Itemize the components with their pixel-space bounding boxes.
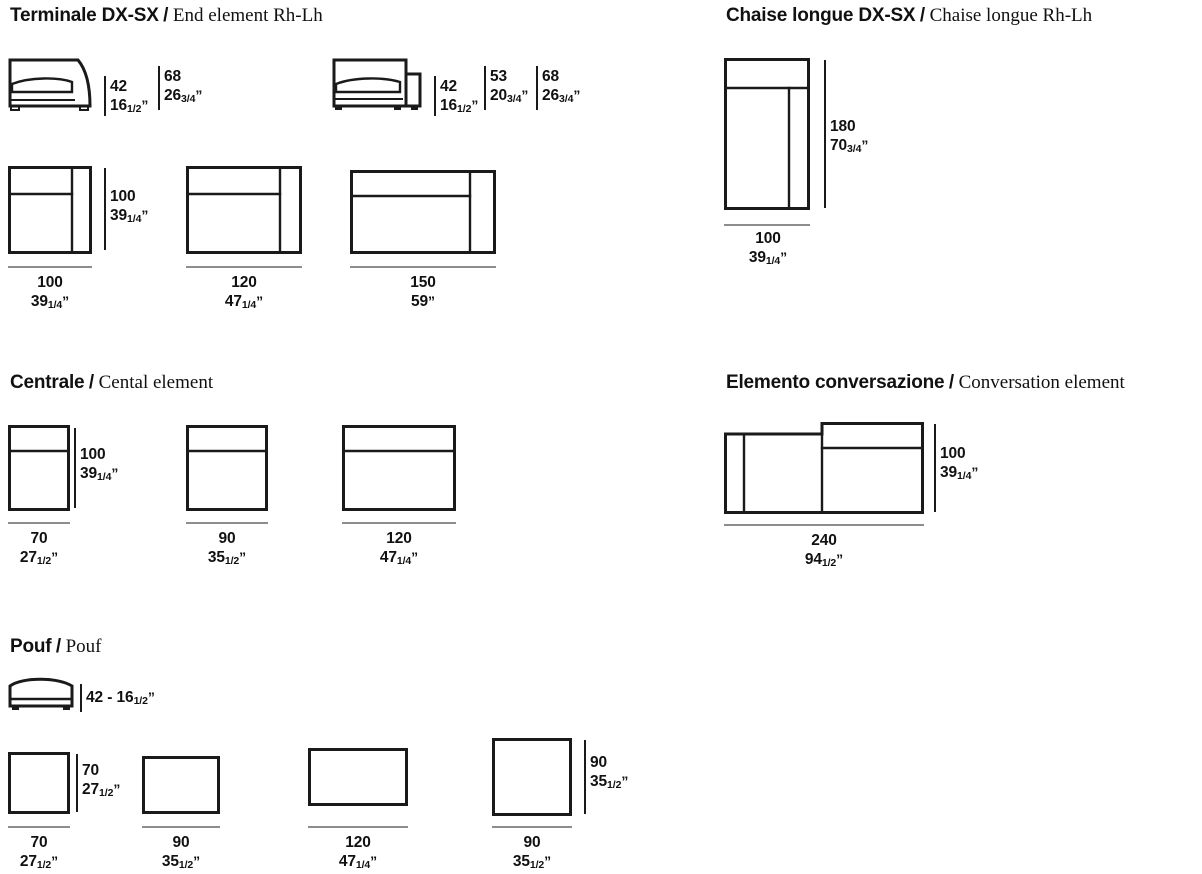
central-element-plan-90 (186, 425, 268, 511)
chaise-longue-plan-100 (724, 58, 810, 210)
pouf-elevation (8, 674, 76, 712)
pouf-depth-dim-90: 90 351/2” (590, 754, 629, 791)
title-separator: / (55, 636, 62, 657)
section-title-terminale: Terminale DX-SX / End element Rh-Lh (10, 6, 323, 25)
central-element-plan-70 (8, 425, 70, 511)
section-title-english: End element Rh-Lh (172, 5, 323, 26)
section-title-english: Cental element (98, 372, 214, 393)
section-title-italian: Centrale (10, 372, 85, 393)
plan-width-dim-150: 150 59” (410, 274, 436, 310)
pouf-width-dim-120: 120 471/4” (338, 834, 378, 871)
central-height-rule-100 (74, 428, 76, 508)
central-width-dim-90: 90 351/2” (207, 530, 247, 567)
end-element-plan-150 (350, 170, 496, 254)
chaise-width-dim-100: 100 391/4” (748, 230, 788, 267)
conversation-height-rule-100 (934, 424, 936, 512)
central-width-rule-70 (8, 522, 70, 524)
pouf-plan-90 (142, 756, 220, 814)
section-title-pouf: Pouf / Pouf (10, 637, 102, 656)
pouf-width-rule-70 (8, 826, 70, 828)
pouf-width-rule-90 (142, 826, 220, 828)
section-title-italian: Chaise longue DX-SX (726, 5, 916, 26)
pouf-plan-70 (8, 752, 70, 814)
conversation-element-plan-240 (724, 422, 924, 514)
section-title-centrale: Centrale / Cental element (10, 373, 213, 392)
central-width-dim-70: 70 271/2” (19, 530, 59, 567)
section-title-italian: Elemento conversazione (726, 372, 945, 393)
elevation-dim-53-b: 53 203/4” (490, 68, 529, 105)
plan-width-dim-100: 100 391/4” (30, 274, 70, 311)
section-title-conversazione: Elemento conversazione / Conversation el… (726, 373, 1125, 392)
chaise-depth-dim-180: 180 703/4” (830, 118, 869, 155)
elevation-dim-rule-68-b (536, 66, 538, 110)
plan-height-dim-terminale: 100 391/4” (110, 188, 149, 225)
elevation-dim-rule-42-b (434, 76, 436, 116)
section-title-italian: Terminale DX-SX (10, 5, 159, 26)
plan-width-rule-150 (350, 266, 496, 268)
end-element-plan-120 (186, 166, 302, 254)
plan-width-dim-120: 120 471/4” (224, 274, 264, 311)
pouf-width-dim-70: 70 271/2” (19, 834, 59, 871)
elevation-dim-rule-53-b (484, 66, 486, 110)
elevation-dim-68-b: 68 263/4” (542, 68, 581, 105)
section-title-english: Chaise longue Rh-Lh (929, 5, 1093, 26)
chaise-depth-rule-180 (824, 60, 826, 208)
conversation-width-dim-240: 240 941/2” (804, 532, 844, 569)
pouf-depth-rule-70 (76, 754, 78, 812)
pouf-width-dim-90: 90 351/2” (161, 834, 201, 871)
chaise-width-rule-100 (724, 224, 810, 226)
section-title-italian: Pouf (10, 636, 52, 657)
pouf-width-dim-90b: 90 351/2” (512, 834, 552, 871)
title-separator: / (163, 5, 169, 26)
plan-width-rule-120 (186, 266, 302, 268)
pouf-elevation-rule-42 (80, 684, 82, 712)
section-title-chaise-longue: Chaise longue DX-SX / Chaise longue Rh-L… (726, 6, 1092, 25)
central-width-dim-120: 120 471/4” (379, 530, 419, 567)
elevation-dim-rule-42-a (104, 76, 106, 116)
title-separator: / (948, 372, 955, 393)
elevation-dim-rule-68-a (158, 66, 160, 110)
elevation-dim-68-a: 68 263/4” (164, 68, 203, 105)
section-title-english: Conversation element (958, 372, 1125, 393)
end-element-left-elevation (8, 56, 94, 114)
pouf-depth-rule-90 (584, 740, 586, 814)
conversation-height-dim-100: 100 391/4” (940, 445, 979, 482)
end-element-right-elevation (332, 58, 424, 114)
pouf-elevation-dim-42: 42 - 161/2” (86, 689, 155, 707)
end-element-plan-100 (8, 166, 92, 254)
pouf-width-rule-90b (492, 826, 572, 828)
elevation-dim-42-a: 42 161/2” (110, 78, 149, 115)
plan-height-rule-terminale (104, 168, 106, 250)
title-separator: / (919, 5, 926, 26)
pouf-depth-dim-70: 70 271/2” (82, 762, 121, 799)
central-width-rule-90 (186, 522, 268, 524)
central-width-rule-120 (342, 522, 456, 524)
pouf-width-rule-120 (308, 826, 408, 828)
section-title-english: Pouf (65, 636, 102, 657)
title-separator: / (88, 372, 95, 393)
central-element-plan-120 (342, 425, 456, 511)
pouf-plan-90b (492, 738, 572, 816)
conversation-width-rule-240 (724, 524, 924, 526)
central-height-dim-100: 100 391/4” (80, 446, 119, 483)
pouf-plan-120 (308, 748, 408, 806)
plan-width-rule-100 (8, 266, 92, 268)
elevation-dim-42-b: 42 161/2” (440, 78, 479, 115)
